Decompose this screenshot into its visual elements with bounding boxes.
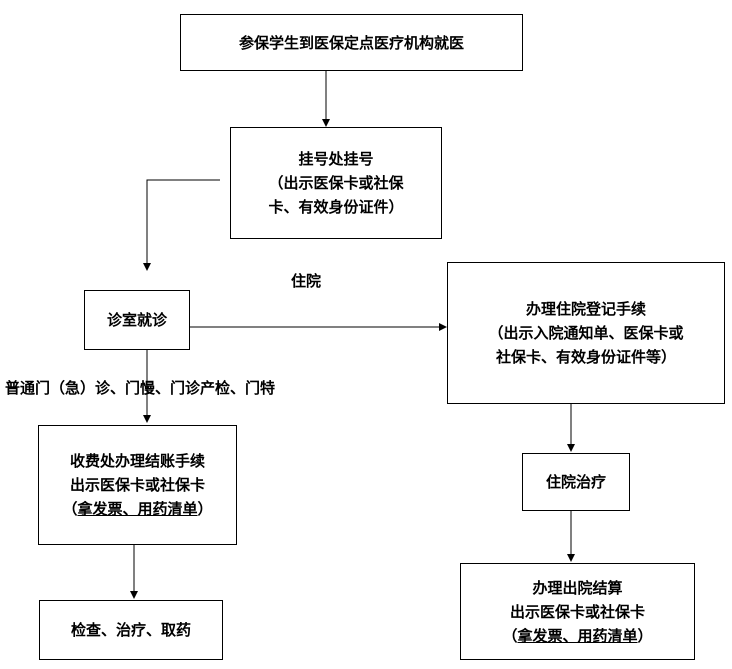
register-box: 挂号处挂号 （出示医保卡或社保 卡、有效身份证件） [230, 127, 442, 239]
register-detail-1: （出示医保卡或社保 [268, 174, 404, 192]
exam-text: 检查、治疗、取药 [70, 621, 191, 639]
billing-detail-1: 出示医保卡或社保卡 [69, 476, 205, 494]
clinic-box: 诊室就诊 [84, 290, 190, 350]
exam-box: 检查、治疗、取药 [39, 600, 223, 660]
discharge-detail-1: 出示医保卡或社保卡 [509, 602, 645, 621]
inpatient-label: 住院 [291, 272, 322, 290]
admission-detail-1: （出示入院通知单、医保卡或 [488, 324, 684, 342]
clinic-text: 诊室就诊 [106, 311, 167, 329]
register-detail-2: 卡、有效身份证件） [268, 198, 404, 216]
billing-box: 收费处办理结账手续 出示医保卡或社保卡 （拿发票、用药清单） [38, 425, 237, 545]
start-text: 参保学生到医保定点医疗机构就医 [238, 33, 464, 52]
discharge-title: 办理出院结算 [532, 578, 623, 597]
treatment-text: 住院治疗 [545, 473, 606, 491]
start-box: 参保学生到医保定点医疗机构就医 [180, 14, 523, 71]
admission-title: 办理住院登记手续 [525, 300, 646, 318]
billing-detail-2: （拿发票、用药清单） [62, 500, 213, 518]
treatment-box: 住院治疗 [522, 453, 630, 511]
billing-title: 收费处办理结账手续 [69, 452, 205, 470]
register-title: 挂号处挂号 [298, 150, 374, 168]
admission-detail-2: 社保卡、有效身份证件等） [495, 348, 676, 366]
discharge-detail-2: （拿发票、用药清单） [502, 626, 653, 645]
admission-box: 办理住院登记手续 （出示入院通知单、医保卡或 社保卡、有效身份证件等） [447, 262, 725, 404]
outpatient-label: 普通门（急）诊、门慢、门诊产检、门特 [5, 379, 276, 397]
arrow-register-to-clinic [143, 179, 220, 271]
discharge-box: 办理出院结算 出示医保卡或社保卡 （拿发票、用药清单） [460, 563, 695, 660]
